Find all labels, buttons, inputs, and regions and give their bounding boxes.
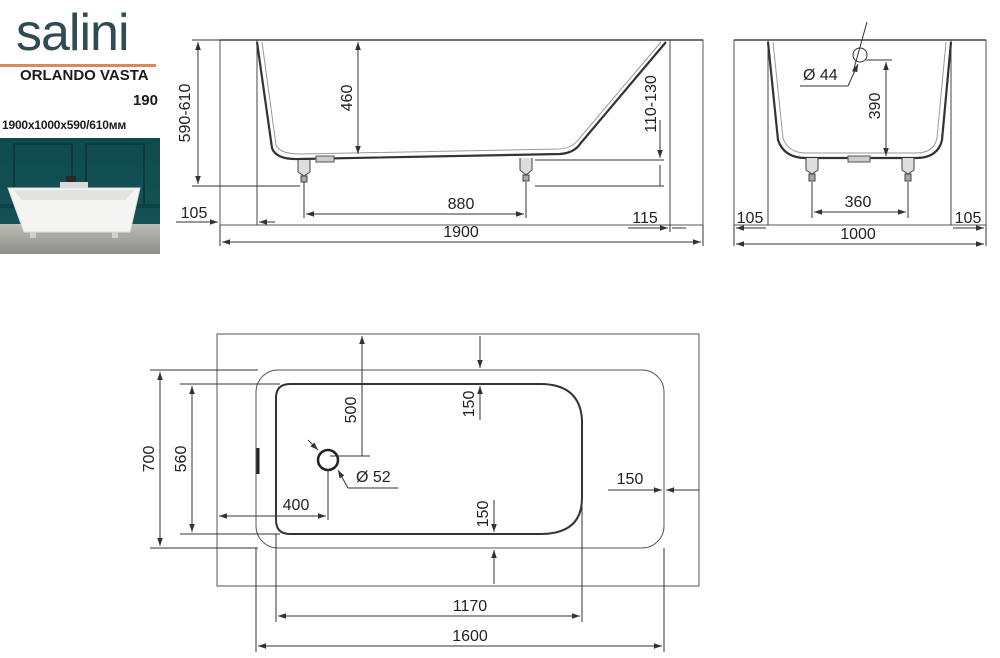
dim-drain-from-end: 400 [283,497,310,514]
dim-left-offset: 105 [181,205,208,222]
dim-width-total: 1000 [840,226,876,243]
side-view-dimensions [176,39,704,246]
dim-inner-length: 1170 [453,598,488,615]
dim-top-width-inner: 560 [173,446,190,473]
end-view-labels: Ø 44 390 360 105 105 1000 [737,67,982,243]
salini-logo-text: salini [16,4,129,60]
dim-end-left-offset: 105 [737,210,764,227]
end-view-dimensions [733,21,987,247]
model-dimensions: 1900x1000x590/610мм [2,118,127,132]
top-tub-rim [255,369,665,549]
top-drain [316,448,340,472]
salini-logo: salini [16,4,130,60]
dim-end-right-offset: 105 [955,210,982,227]
dim-drain-from-edge: 500 [343,397,360,424]
top-view [216,333,700,587]
dim-right-offset: 115 [632,210,658,227]
dim-depth-inner: 460 [339,85,356,112]
brand-accent-line [0,64,156,67]
top-view-labels: 700 560 500 150 150 150 Ø 52 400 1170 16… [141,391,643,645]
model-name: ORLANDO VASTA [20,67,149,84]
dim-top-width-total: 700 [141,446,158,473]
dim-outer-length: 1600 [452,628,488,645]
dim-foot-spacing: 880 [448,196,475,213]
top-view-dimensions [150,336,699,652]
dim-drain-diameter-44: Ø 44 [803,67,838,84]
dim-rim-height: 110-130 [643,75,660,133]
side-view-labels: 590-610 460 110-130 880 105 115 1900 [177,75,660,241]
end-view [733,39,987,226]
dim-bottom-margin: 150 [475,501,492,528]
side-view [219,39,704,226]
top-tub-basin [275,383,583,535]
dim-top-margin: 150 [461,391,478,418]
dim-end-foot-spacing: 360 [845,194,872,211]
dim-length-total: 1900 [443,224,479,241]
bathtub-photo [0,138,160,254]
model-number: 190 [132,92,158,109]
dim-drain-diameter-52: Ø 52 [356,469,391,486]
dim-drain-height: 390 [867,93,884,120]
side-tub-profile [255,41,667,161]
dim-right-margin: 150 [617,471,644,488]
dim-height-total: 590-610 [177,84,194,143]
